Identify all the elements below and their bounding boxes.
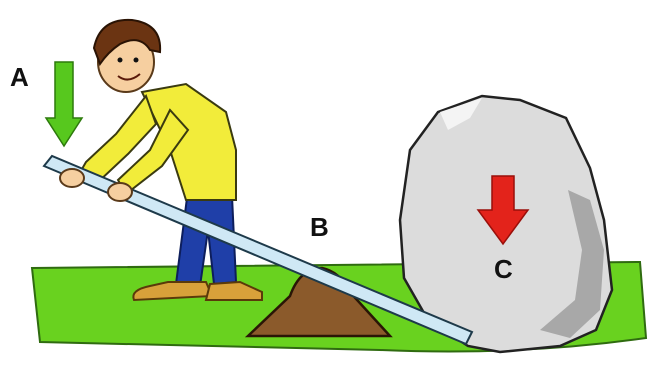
label-c: C	[494, 254, 513, 284]
left-hand	[60, 169, 84, 187]
label-b: B	[310, 212, 329, 242]
label-a: A	[10, 62, 29, 92]
right-hand	[108, 183, 132, 201]
man-head	[94, 20, 160, 92]
effort-arrow-icon	[46, 62, 82, 146]
